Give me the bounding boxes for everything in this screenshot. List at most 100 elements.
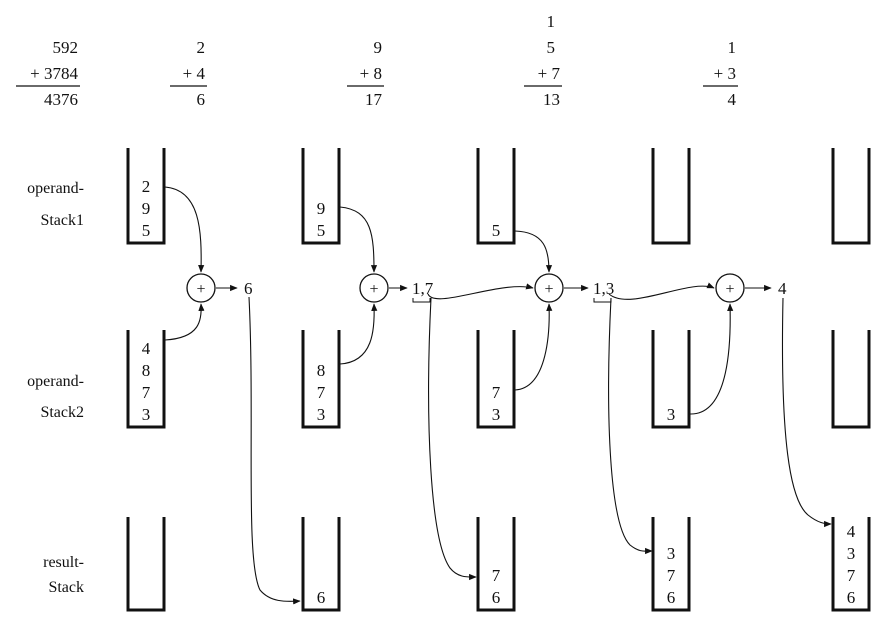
plus-sign: + bbox=[369, 281, 378, 298]
stack-item: 4 bbox=[142, 339, 151, 358]
result-stack-col-1: 6 bbox=[301, 517, 341, 612]
sum-4: 1 + 3 4 bbox=[703, 38, 738, 109]
stack-container bbox=[831, 517, 871, 612]
sum-bottom: + 7 bbox=[538, 64, 561, 83]
arrow-stack2-to-adder-1 bbox=[339, 303, 378, 365]
arrow-output-3-to-result bbox=[781, 297, 832, 528]
stack-item: 7 bbox=[667, 566, 676, 585]
label-operand-stack2-line1: operand- bbox=[27, 373, 84, 390]
label-result-stack-line2: Stack bbox=[48, 579, 84, 596]
stack-container bbox=[476, 330, 516, 429]
stack-container bbox=[126, 330, 166, 429]
stack-item: 2 bbox=[142, 177, 151, 196]
sum-2: 9 + 8 17 bbox=[347, 38, 384, 109]
stack-container bbox=[651, 148, 691, 245]
stack1-col-1: 95 bbox=[301, 148, 341, 245]
stack-container bbox=[301, 517, 341, 612]
plus-sign: + bbox=[196, 281, 205, 298]
stack-container bbox=[651, 517, 691, 612]
sum-top: 9 bbox=[374, 38, 383, 57]
adders-layer: +6+1,7+1,3+4 bbox=[186, 273, 787, 303]
adder-1: +1,7 bbox=[359, 273, 434, 303]
stack-item: 5 bbox=[142, 221, 151, 240]
stack-item: 6 bbox=[492, 588, 501, 607]
label-operand-stack1-line1: operand- bbox=[27, 180, 84, 197]
stack-item: 8 bbox=[142, 361, 151, 380]
stack-container bbox=[301, 148, 341, 245]
arrow-carry-2-to-adder-3 bbox=[608, 282, 715, 300]
sum-top: 2 bbox=[197, 38, 206, 57]
result-stack-col-2: 76 bbox=[476, 517, 516, 612]
sum-result: 4 bbox=[728, 90, 737, 109]
adder-3: +4 bbox=[715, 273, 787, 303]
arrow-stack2-to-adder-0 bbox=[164, 303, 205, 341]
stack-container bbox=[476, 148, 516, 245]
sum-bottom: + 3784 bbox=[30, 64, 78, 83]
stack-container bbox=[831, 148, 871, 245]
adder-output: 1,3 bbox=[593, 279, 614, 298]
stack-item: 9 bbox=[142, 199, 151, 218]
arrow-digit-1-to-result bbox=[428, 297, 477, 581]
sum-result: 17 bbox=[365, 90, 383, 109]
stack2-col-3: 3 bbox=[651, 330, 691, 429]
split-bracket bbox=[593, 298, 612, 303]
stack-container bbox=[651, 330, 691, 429]
sum-0: 592 + 3784 4376 bbox=[16, 38, 80, 109]
stack-item: 3 bbox=[667, 544, 676, 563]
stack-container bbox=[126, 517, 166, 612]
result-stack-col-4: 4376 bbox=[831, 517, 871, 612]
stack-item: 6 bbox=[667, 588, 676, 607]
sum-top: 592 bbox=[53, 38, 79, 57]
stack-item: 5 bbox=[492, 221, 501, 240]
sum-bottom: + 8 bbox=[360, 64, 382, 83]
adder-output: 6 bbox=[244, 279, 253, 298]
adder-output: 4 bbox=[778, 279, 787, 298]
label-result-stack-line1: result- bbox=[43, 554, 84, 571]
stack-item: 3 bbox=[317, 405, 326, 424]
stack-item: 7 bbox=[142, 383, 151, 402]
stack-container bbox=[476, 517, 516, 612]
arrow-digit-2-to-result bbox=[608, 297, 653, 555]
adder-2: +1,3 bbox=[534, 273, 614, 303]
stack1-col-2: 5 bbox=[476, 148, 516, 245]
stack-item: 9 bbox=[317, 199, 326, 218]
result-stack-col-0 bbox=[126, 517, 166, 612]
adder-output: 1,7 bbox=[412, 279, 434, 298]
arrow-stack2-to-adder-3 bbox=[689, 303, 734, 415]
stack2-col-4 bbox=[831, 330, 871, 429]
sum-1: 2 + 4 6 bbox=[170, 38, 207, 109]
adder-circle bbox=[186, 273, 216, 303]
arrow-stack1-to-adder-2 bbox=[514, 230, 553, 273]
stack2-col-1: 873 bbox=[301, 330, 341, 429]
result-stack-col-3: 3 7 6 bbox=[651, 517, 691, 612]
sum-bottom: + 4 bbox=[183, 64, 206, 83]
arrow-stack1-to-adder-1 bbox=[339, 206, 378, 273]
row-labels: operand- Stack1 operand- Stack2 result- … bbox=[27, 180, 84, 596]
plus-sign: + bbox=[544, 281, 553, 298]
stack-item: 7 bbox=[492, 566, 501, 585]
arrow-stack1-to-adder-0 bbox=[164, 186, 205, 273]
sum-carry: 1 bbox=[547, 12, 556, 31]
sum-3: 1 5 + 7 13 bbox=[524, 12, 562, 109]
adder-circle bbox=[534, 273, 564, 303]
split-bracket bbox=[412, 298, 431, 303]
stack2-col-2: 73 bbox=[476, 330, 516, 429]
stack1-col-0: 2 9 5 bbox=[126, 148, 166, 245]
stack-item: 3 bbox=[667, 405, 676, 424]
sum-result: 4376 bbox=[44, 90, 78, 109]
label-operand-stack2-line2: Stack2 bbox=[40, 404, 84, 421]
stack1-col-3 bbox=[651, 148, 691, 245]
adder-circle bbox=[359, 273, 389, 303]
sum-top: 1 bbox=[728, 38, 737, 57]
sum-result: 13 bbox=[543, 90, 560, 109]
stack-item: 3 bbox=[492, 405, 501, 424]
stack-container bbox=[126, 148, 166, 245]
arrow-output-0-to-result bbox=[248, 296, 301, 605]
arrow-stack2-to-adder-2 bbox=[514, 303, 553, 391]
stack-item: 7 bbox=[492, 383, 501, 402]
stack-container bbox=[301, 330, 341, 429]
stack1-col-4 bbox=[831, 148, 871, 245]
